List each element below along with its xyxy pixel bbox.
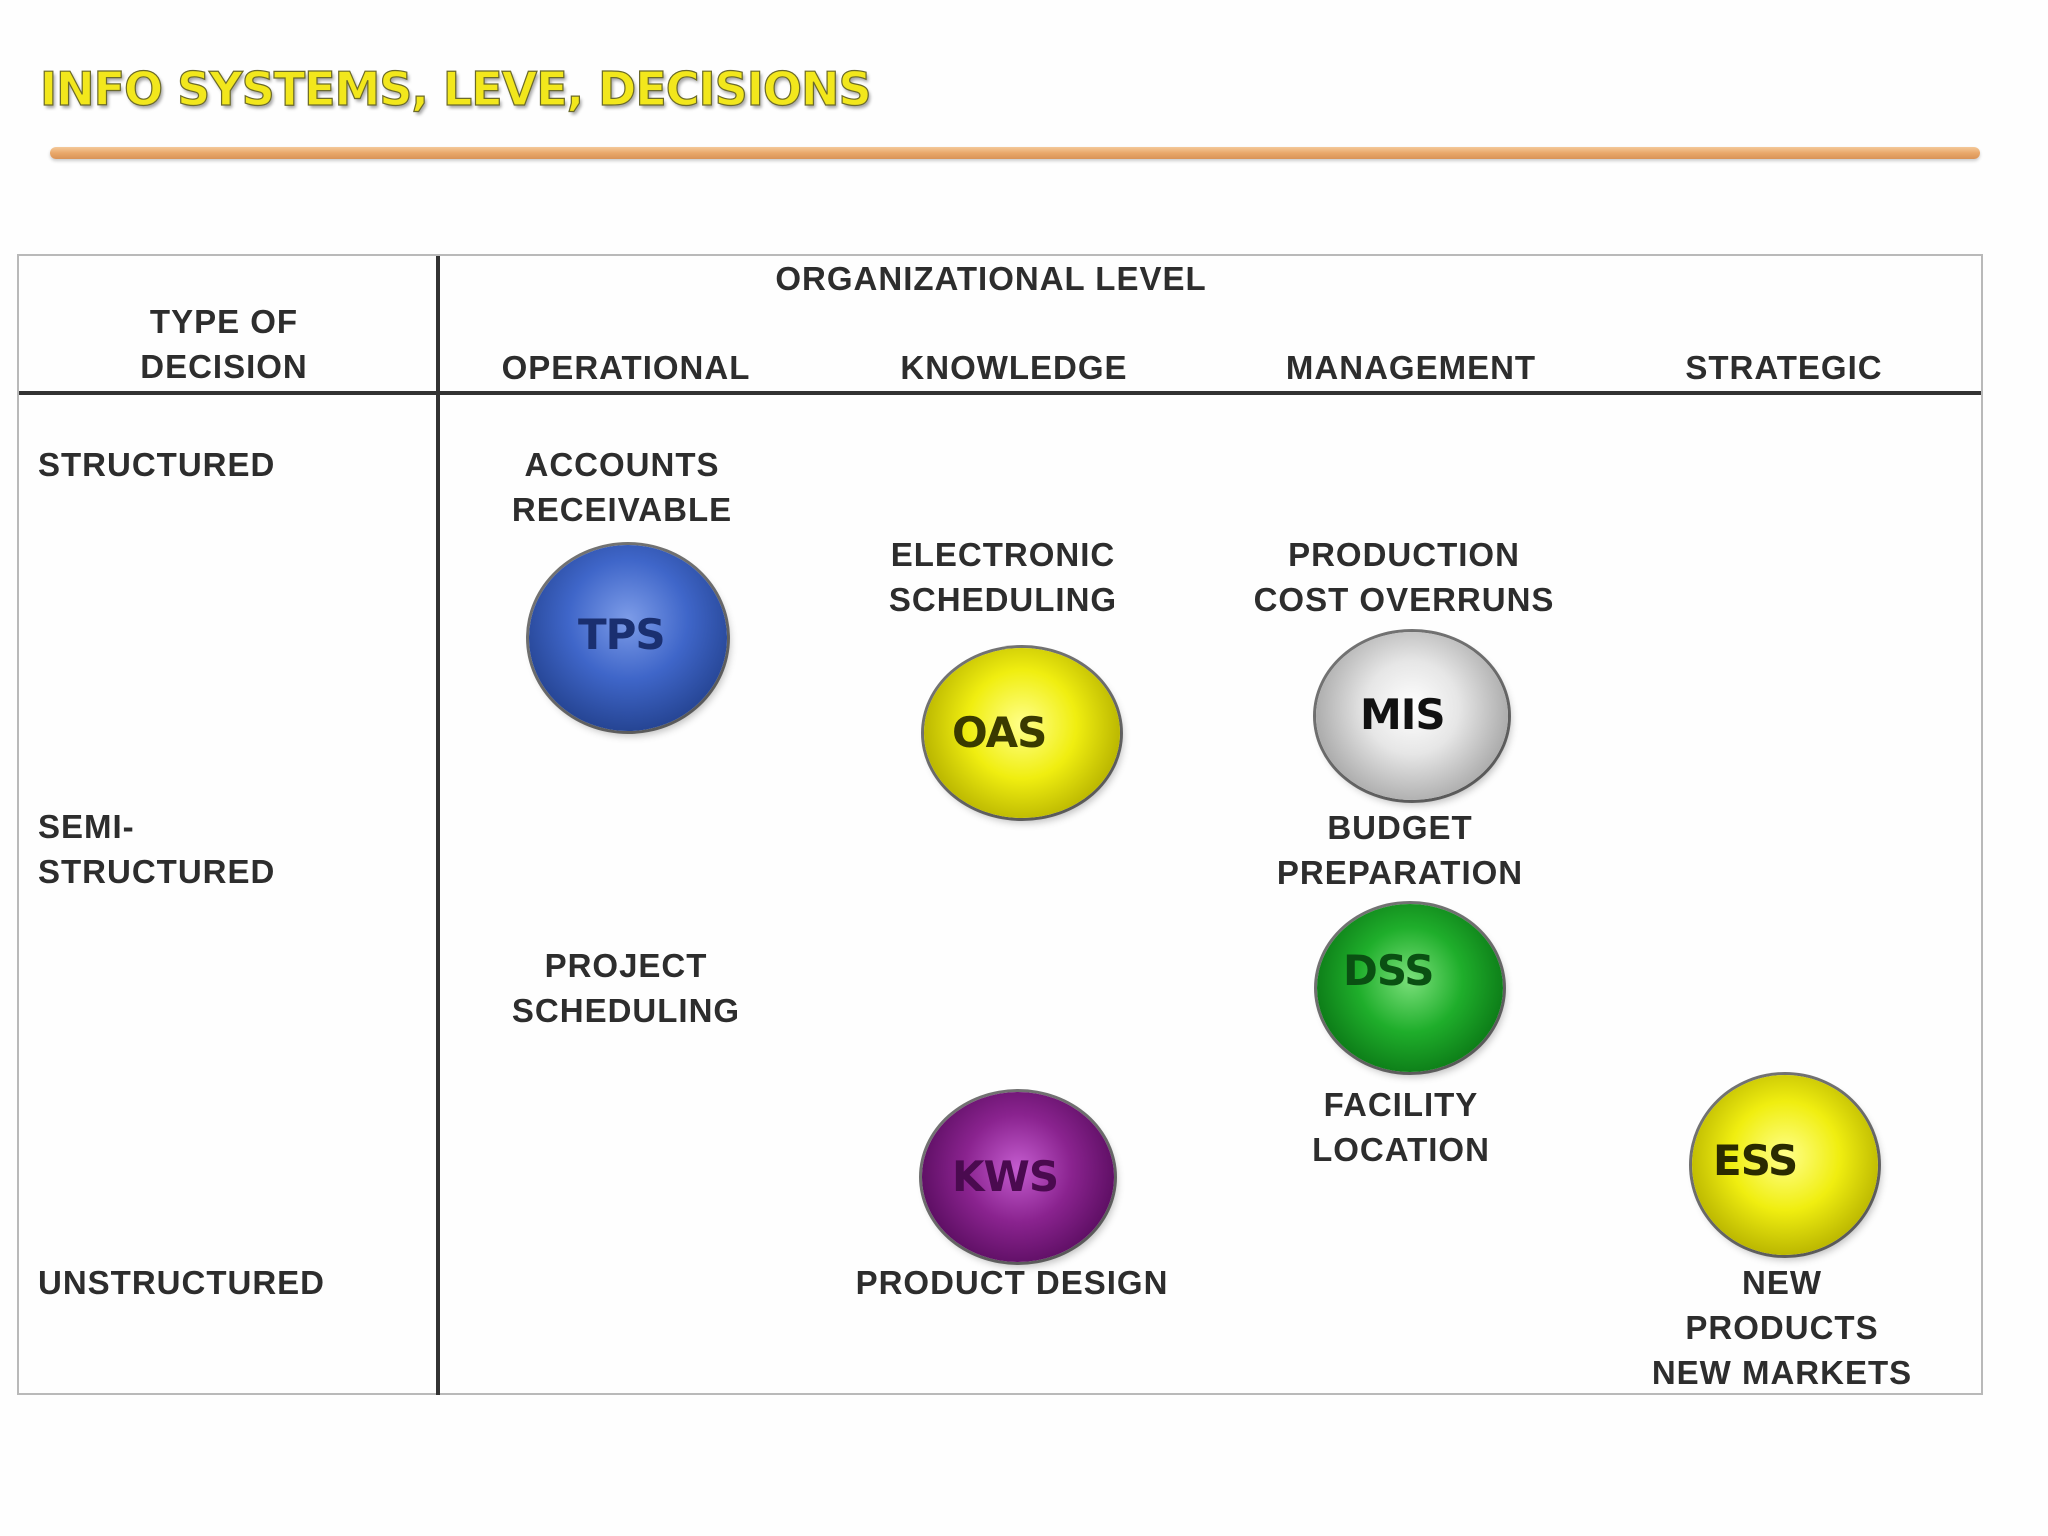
kws-label: KWS [952, 1152, 1059, 1201]
column-divider [436, 256, 440, 1395]
oas-sphere [924, 648, 1120, 818]
level-operational: OPERATIONAL [501, 349, 751, 386]
example-accounts-receivable: ACCOUNTS RECEIVABLE [511, 446, 733, 528]
example-project-scheduling: PROJECT SCHEDULING [511, 947, 741, 1029]
page-title: INFO SYSTEMS, LEVE, DECISIONS [39, 61, 872, 116]
example-production-cost-overruns: PRODUCTION COST OVERRUNS [1253, 536, 1555, 618]
mis-label: MIS [1360, 690, 1446, 739]
ess-sphere [1692, 1075, 1878, 1255]
row-unstructured: UNSTRUCTURED [38, 1264, 325, 1301]
organizational-level-header: ORGANIZATIONAL LEVEL [775, 260, 1207, 297]
mis-sphere [1316, 632, 1508, 800]
decision-table [17, 254, 1983, 1395]
oas-label: OAS [952, 708, 1047, 757]
tps-label: TPS [578, 610, 666, 659]
level-strategic: STRATEGIC [1685, 349, 1883, 386]
ess-label: ESS [1713, 1136, 1798, 1185]
example-electronic-scheduling: ELECTRONIC SCHEDULING [888, 536, 1118, 618]
example-product-design: PRODUCT DESIGN [855, 1264, 1169, 1301]
type-of-decision-header: TYPE OF DECISION [140, 303, 308, 385]
kws-sphere [922, 1092, 1114, 1262]
example-facility-location: FACILITY LOCATION [1312, 1086, 1490, 1168]
dss-label: DSS [1343, 946, 1434, 995]
row-semi-structured: SEMI- STRUCTURED [38, 808, 276, 890]
title-underline [50, 147, 1980, 159]
level-management: MANAGEMENT [1285, 349, 1537, 386]
row-structured: STRUCTURED [38, 446, 276, 483]
tps-sphere [529, 545, 727, 731]
level-knowledge: KNOWLEDGE [900, 349, 1128, 386]
dss-sphere [1317, 904, 1503, 1072]
example-budget-preparation: BUDGET PREPARATION [1276, 809, 1524, 891]
header-divider [19, 391, 1981, 395]
example-new-products-markets: NEW PRODUCTS NEW MARKETS [1651, 1264, 1913, 1391]
